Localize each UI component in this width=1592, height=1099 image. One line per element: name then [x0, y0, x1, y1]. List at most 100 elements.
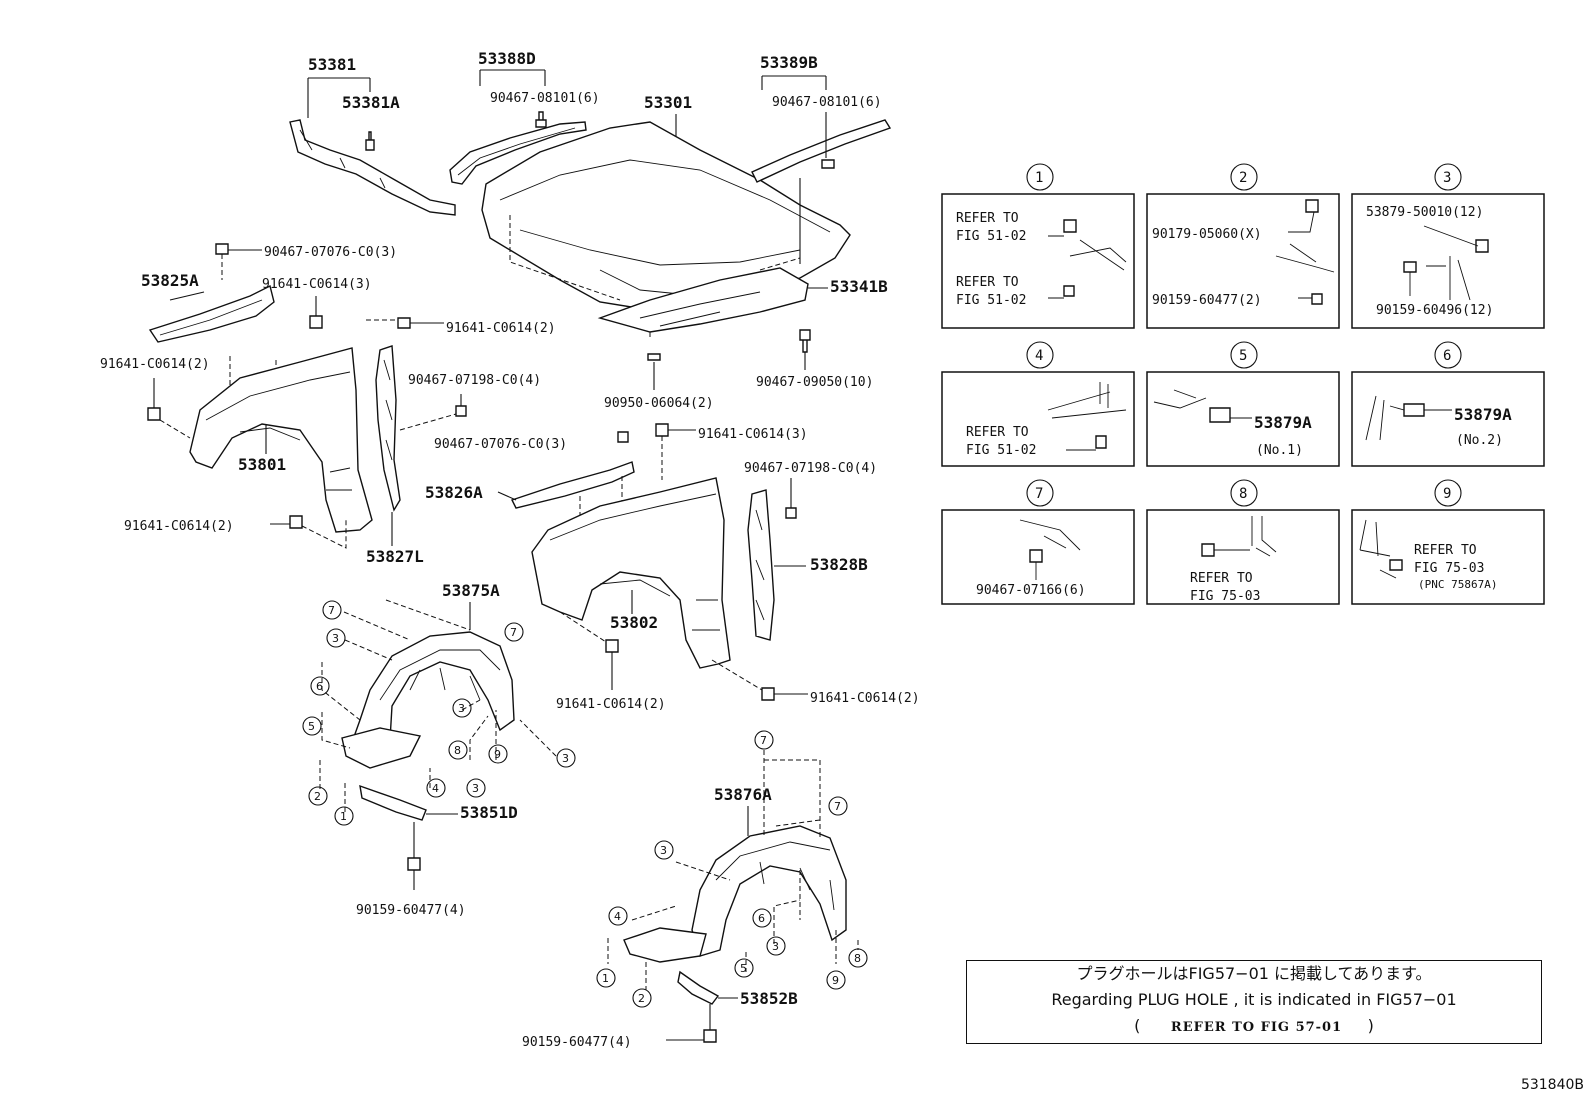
- bracket-53851d[interactable]: [359, 784, 427, 821]
- label-53801[interactable]: 53801: [238, 455, 286, 474]
- ref-circle-9[interactable]: 9: [488, 744, 508, 764]
- liner-front-flap-left[interactable]: [341, 727, 422, 769]
- ref-circle-5[interactable]: 5: [734, 958, 754, 978]
- ref-circle-3[interactable]: 3: [466, 778, 486, 798]
- ref-circle-8[interactable]: 8: [448, 740, 468, 760]
- detail-1-fig-bottom[interactable]: FIG 51-02: [956, 293, 1026, 308]
- label-91641-c0614-2d[interactable]: 91641-C0614(2): [556, 697, 666, 712]
- ref-circle-1[interactable]: 1: [596, 968, 616, 988]
- label-90467-08101-right[interactable]: 90467-08101(6): [772, 95, 882, 110]
- detail-1-refer-top[interactable]: REFER TO: [956, 211, 1019, 226]
- ref-circle-1[interactable]: 1: [334, 806, 354, 826]
- clip-90467-07076-top[interactable]: [215, 243, 229, 255]
- label-90467-08101-left[interactable]: 90467-08101(6): [490, 91, 600, 106]
- fender-53802[interactable]: [531, 477, 731, 669]
- label-53826a[interactable]: 53826A: [425, 483, 483, 502]
- ref-circle-2[interactable]: 2: [308, 786, 328, 806]
- bolt-91641-c0614-3b[interactable]: [655, 423, 669, 437]
- bolt-90159-60477-left[interactable]: [407, 857, 421, 871]
- ref-circle-3[interactable]: 3: [556, 748, 576, 768]
- detail-7-part[interactable]: 90467-07166(6): [976, 583, 1086, 598]
- clip-90467-07198-right[interactable]: [785, 507, 797, 519]
- label-53341b[interactable]: 53341B: [830, 277, 888, 296]
- clip-90467-07076-mid[interactable]: [617, 431, 629, 443]
- plug-note-ref-link[interactable]: REFER TO FIG 57-01: [1170, 1020, 1343, 1035]
- detail-3-part-b[interactable]: 90159-60496(12): [1376, 303, 1493, 318]
- seal-53389b[interactable]: [751, 119, 892, 183]
- seal-53388d[interactable]: [449, 121, 587, 185]
- label-53388d[interactable]: 53388D: [478, 49, 536, 68]
- detail-1-fig-top[interactable]: FIG 51-02: [956, 229, 1026, 244]
- ref-circle-9[interactable]: 9: [826, 970, 846, 990]
- label-53875a[interactable]: 53875A: [442, 581, 500, 600]
- label-53825a[interactable]: 53825A: [141, 271, 199, 290]
- seal-53381[interactable]: [289, 119, 456, 216]
- bolt-91641-c0614-3a[interactable]: [309, 315, 323, 329]
- label-53389b[interactable]: 53389B: [760, 53, 818, 72]
- label-90467-09050[interactable]: 90467-09050(10): [756, 375, 873, 390]
- bolt-91641-c0614-2c[interactable]: [289, 515, 303, 529]
- label-53381a[interactable]: 53381A: [342, 93, 400, 112]
- ref-circle-5[interactable]: 5: [302, 716, 322, 736]
- detail-2-part-a[interactable]: 90179-05060(X): [1152, 227, 1262, 242]
- label-90467-07198-right[interactable]: 90467-07198-C0(4): [744, 461, 877, 476]
- liner-53876a[interactable]: [691, 825, 847, 957]
- label-91641-c0614-2c[interactable]: 91641-C0614(2): [124, 519, 234, 534]
- ref-circle-3[interactable]: 3: [326, 628, 346, 648]
- detail-9-fig[interactable]: FIG 75-03: [1414, 561, 1484, 576]
- label-91641-c0614-2e[interactable]: 91641-C0614(2): [810, 691, 920, 706]
- seal-53827l[interactable]: [375, 345, 401, 512]
- ref-circle-7[interactable]: 7: [828, 796, 848, 816]
- label-53828b[interactable]: 53828B: [810, 555, 868, 574]
- detail-8-refer[interactable]: REFER TO: [1190, 571, 1253, 586]
- ref-circle-7[interactable]: 7: [504, 622, 524, 642]
- detail-1-refer-bottom[interactable]: REFER TO: [956, 275, 1019, 290]
- label-90159-60477-right[interactable]: 90159-60477(4): [522, 1035, 632, 1050]
- detail-8-fig[interactable]: FIG 75-03: [1190, 589, 1260, 604]
- seal-53828b[interactable]: [747, 489, 775, 641]
- label-53827l[interactable]: 53827L: [366, 547, 424, 566]
- ref-circle-6[interactable]: 6: [310, 676, 330, 696]
- bracket-53852b[interactable]: [677, 970, 720, 1005]
- detail-9-refer[interactable]: REFER TO: [1414, 543, 1477, 558]
- ref-circle-3[interactable]: 3: [766, 936, 786, 956]
- ref-circle-7[interactable]: 7: [322, 600, 342, 620]
- bracket-53825a[interactable]: [148, 284, 275, 343]
- label-53851d[interactable]: 53851D: [460, 803, 518, 822]
- label-90159-60477-left[interactable]: 90159-60477(4): [356, 903, 466, 918]
- detail-2-part-b[interactable]: 90159-60477(2): [1152, 293, 1262, 308]
- bolt-90159-60477-right[interactable]: [703, 1029, 717, 1043]
- clip-90467-09050[interactable]: [799, 329, 811, 353]
- fender-53801[interactable]: [189, 347, 373, 533]
- ref-circle-3[interactable]: 3: [452, 698, 472, 718]
- label-53802[interactable]: 53802: [610, 613, 658, 632]
- label-90467-07076-mid[interactable]: 90467-07076-C0(3): [434, 437, 567, 452]
- bolt-91641-c0614-2e[interactable]: [761, 687, 775, 701]
- label-91641-c0614-2b[interactable]: 91641-C0614(2): [100, 357, 210, 372]
- detail-5-part[interactable]: 53879A: [1254, 413, 1312, 432]
- liner-front-flap-right[interactable]: [623, 927, 707, 963]
- detail-3-part-a[interactable]: 53879-50010(12): [1366, 205, 1483, 220]
- detail-6-part[interactable]: 53879A: [1454, 405, 1512, 424]
- ref-circle-3[interactable]: 3: [654, 840, 674, 860]
- label-90950-06064[interactable]: 90950-06064(2): [604, 396, 714, 411]
- label-90467-07076-top[interactable]: 90467-07076-C0(3): [264, 245, 397, 260]
- label-53852b[interactable]: 53852B: [740, 989, 798, 1008]
- label-53876a[interactable]: 53876A: [714, 785, 772, 804]
- label-91641-c0614-3a[interactable]: 91641-C0614(3): [262, 277, 372, 292]
- insulator-53341b[interactable]: [597, 267, 809, 333]
- clip-90467-08101-left[interactable]: [535, 111, 547, 128]
- ref-circle-8[interactable]: 8: [848, 948, 868, 968]
- bolt-91641-c0614-2b[interactable]: [147, 407, 161, 421]
- bracket-53826a[interactable]: [511, 461, 635, 509]
- label-91641-c0614-3b[interactable]: 91641-C0614(3): [698, 427, 808, 442]
- ref-circle-4[interactable]: 4: [426, 778, 446, 798]
- detail-4-refer[interactable]: REFER TO: [966, 425, 1029, 440]
- label-90467-07198-left[interactable]: 90467-07198-C0(4): [408, 373, 541, 388]
- detail-9-pnc[interactable]: (PNC 75867A): [1418, 578, 1497, 591]
- plug-90950-06064[interactable]: [647, 353, 661, 361]
- label-53301[interactable]: 53301: [644, 93, 692, 112]
- ref-circle-2[interactable]: 2: [632, 988, 652, 1008]
- clip-90467-08101-right[interactable]: [821, 159, 835, 169]
- bolt-91641-c0614-2d[interactable]: [605, 639, 619, 653]
